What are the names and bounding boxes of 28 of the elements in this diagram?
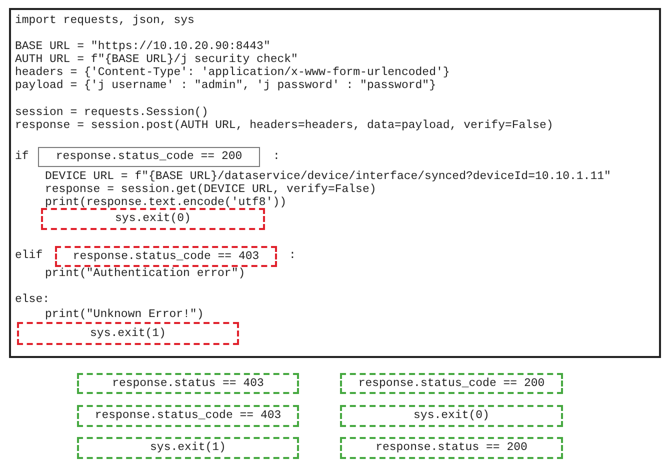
answer-option-box: sys.exit(0) bbox=[340, 405, 563, 427]
code-line: : bbox=[273, 150, 280, 163]
code-line: : bbox=[289, 249, 296, 262]
code-line: else: bbox=[15, 293, 50, 306]
code-line: if bbox=[15, 150, 29, 163]
code-line: print(response.text.encode('utf8')) bbox=[45, 196, 287, 209]
answer-slot-box: sys.exit(1) bbox=[17, 322, 239, 345]
code-line: print("Authentication error") bbox=[45, 267, 246, 280]
code-line: BASE URL = "https://10.10.20.90:8443" bbox=[15, 40, 270, 53]
code-panel bbox=[9, 8, 661, 358]
answer-option-box: response.status == 403 bbox=[77, 373, 299, 394]
answer-slot-box: sys.exit(0) bbox=[41, 208, 265, 230]
code-line: response = session.post(AUTH URL, headers=headers, data=payload, verify=False) bbox=[15, 119, 554, 132]
code-line: headers = {'Content-Type': 'application/x-www-form-urlencoded'} bbox=[15, 66, 450, 79]
code-line: AUTH URL = f"{BASE URL}/j security check" bbox=[15, 53, 298, 66]
code-line: print("Unknown Error!") bbox=[45, 308, 204, 321]
code-line: DEVICE URL = f"{BASE URL}/dataservice/device/interface/synced?deviceId=10.10.1.11" bbox=[45, 170, 611, 183]
code-line: elif bbox=[15, 249, 43, 262]
answer-option-box: sys.exit(1) bbox=[77, 437, 299, 459]
answer-slot-box: response.status_code == 200 bbox=[38, 147, 260, 167]
answer-option-box: response.status == 200 bbox=[340, 437, 563, 459]
code-line: import requests, json, sys bbox=[15, 14, 194, 27]
answer-slot-box: response.status_code == 403 bbox=[55, 246, 277, 267]
code-line: payload = {'j username' : "admin", 'j password' : "password"} bbox=[15, 79, 436, 92]
code-line: session = requests.Session() bbox=[15, 106, 208, 119]
answer-option-box: response.status_code == 200 bbox=[340, 373, 563, 394]
code-line: response = session.get(DEVICE URL, verify=False) bbox=[45, 183, 376, 196]
answer-option-box: response.status_code == 403 bbox=[77, 405, 299, 427]
